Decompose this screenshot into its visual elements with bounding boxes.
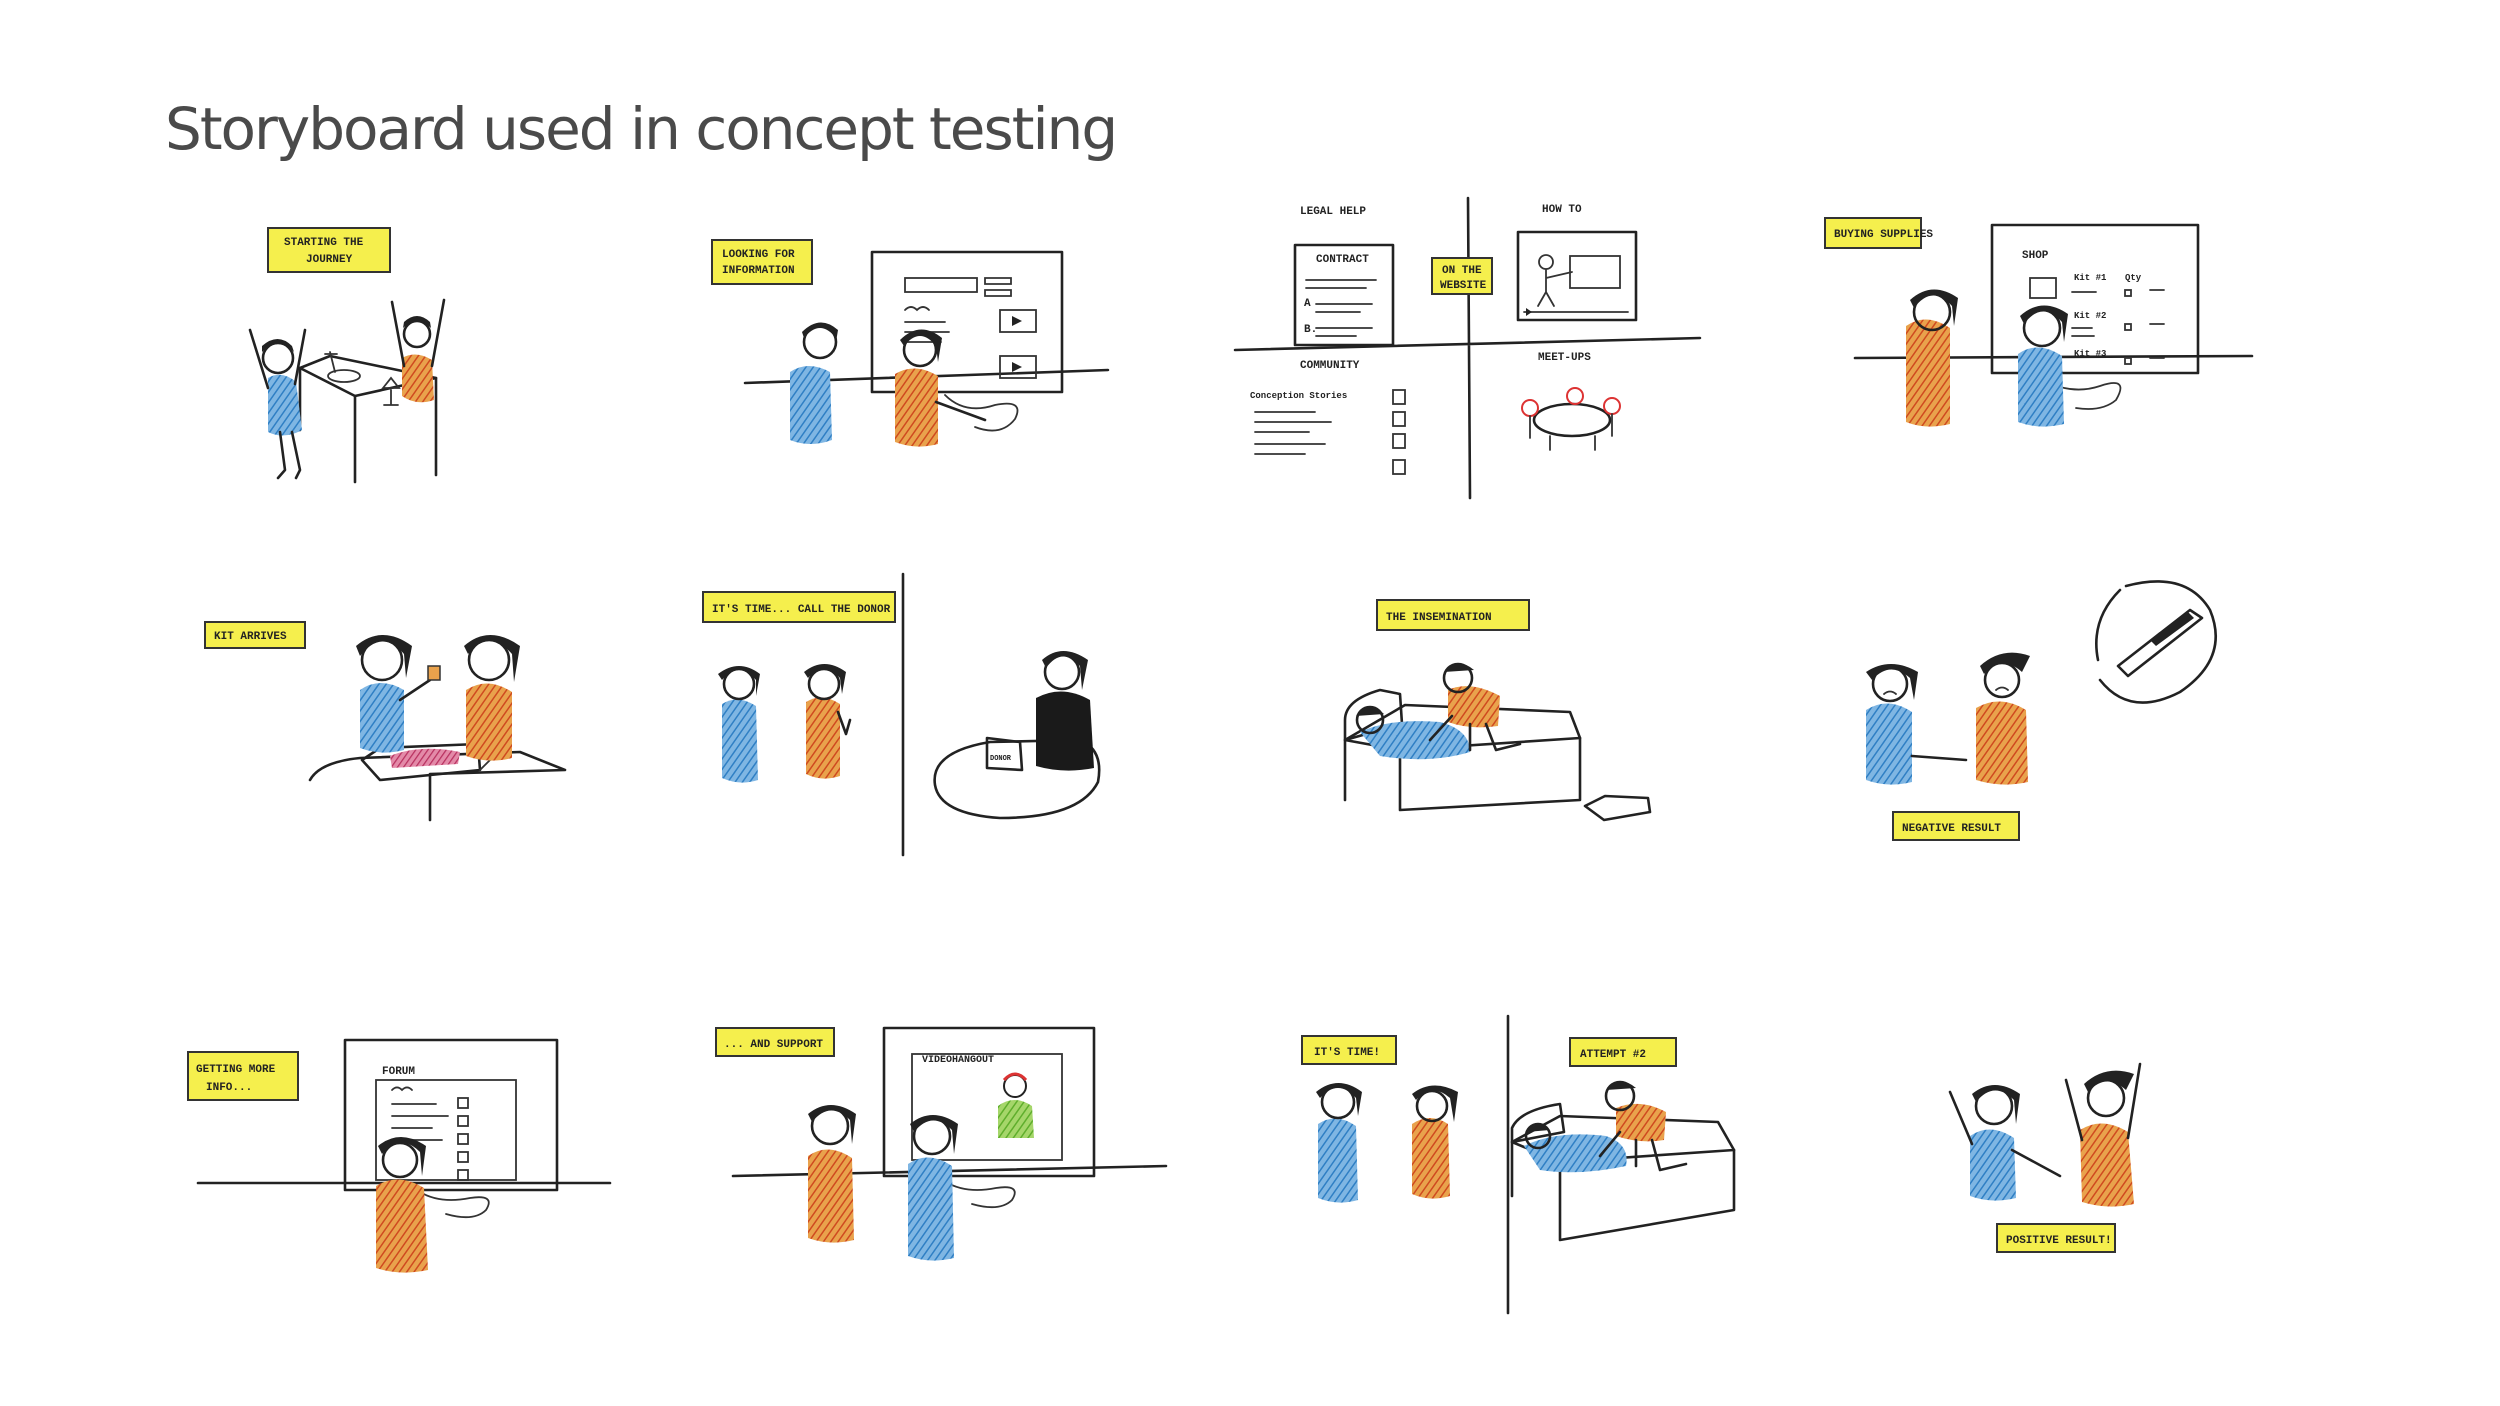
contract-heading: CONTRACT <box>1316 254 1369 266</box>
community-stories: Conception Stories <box>1250 389 1406 475</box>
caption-line-1: THE INSEMINATION <box>1386 612 1492 624</box>
caption-line-1: ... AND SUPPORT <box>724 1039 823 1051</box>
person-orange <box>464 635 520 761</box>
caption-attempt: ATTEMPT #2 <box>1580 1049 1646 1061</box>
caption-line-1: IT'S TIME... CALL THE DONOR <box>712 604 891 616</box>
frame-attempt-two: IT'S TIME! ATTEMPT #2 <box>1301 1014 1736 1315</box>
contract-item-b: B. <box>1304 324 1317 336</box>
caption-line-1: GETTING MORE <box>196 1064 276 1076</box>
caption-line-1: KIT ARRIVES <box>214 631 287 643</box>
caption-label: IT'S TIME... CALL THE DONOR <box>702 591 896 623</box>
caption-label: ... AND SUPPORT <box>715 1027 835 1057</box>
kit-2: Kit #2 <box>2074 311 2106 321</box>
frame-on-the-website: LEGAL HELP HOW TO COMMUNITY MEET-UPS CON… <box>1233 196 1702 500</box>
caption-label: NEGATIVE RESULT <box>1892 811 2020 841</box>
frame-call-the-donor: IT'S TIME... CALL THE DONOR DONOR <box>702 572 1101 857</box>
person-blue-lying <box>1355 705 1470 760</box>
caption-line-1: POSITIVE RESULT! <box>2006 1235 2112 1247</box>
person-blue-sad <box>1866 664 1968 785</box>
person-blue-lying <box>1524 1122 1627 1173</box>
caption-label: POSITIVE RESULT! <box>1996 1223 2116 1253</box>
person-orange-phone <box>804 664 852 779</box>
kit-3: Kit #3 <box>2074 349 2106 359</box>
quadrant-community: COMMUNITY <box>1300 360 1360 372</box>
caption-line-2: JOURNEY <box>306 254 353 266</box>
person-orange <box>1412 1085 1458 1199</box>
forum-monitor: FORUM <box>343 1038 559 1219</box>
caption-label: GETTING MORE INFO... <box>187 1051 299 1101</box>
page-title: Storyboard used in concept testing <box>165 95 1118 163</box>
forum-heading: FORUM <box>382 1066 415 1078</box>
frame-starting-journey: STARTING THE JOURNEY <box>248 227 446 484</box>
caption-label: ON THE WEBSITE <box>1431 257 1493 295</box>
stories-heading: Conception Stories <box>1250 391 1347 401</box>
person-blue-cheering <box>248 328 307 480</box>
person-orange <box>808 1105 856 1243</box>
person-orange <box>376 1137 428 1273</box>
frame-negative-result: NEGATIVE RESULT <box>1866 580 2218 841</box>
quadrant-meet-ups: MEET-UPS <box>1538 352 1591 364</box>
person-blue <box>1316 1083 1362 1203</box>
person-orange-cheering <box>390 298 446 403</box>
person-blue <box>2018 305 2068 427</box>
donor-box-label: DONOR <box>990 755 1012 763</box>
frame-positive-result: POSITIVE RESULT! <box>1948 1062 2142 1253</box>
caption-line-2: INFORMATION <box>722 265 795 277</box>
person-blue <box>718 666 760 783</box>
frame-kit-arrives: KIT ARRIVES <box>204 621 567 822</box>
caption-label-attempt: ATTEMPT #2 <box>1569 1037 1677 1067</box>
person-orange-kneeling <box>1428 662 1522 752</box>
person-orange-kneeling <box>1598 1080 1688 1172</box>
kit-1: Kit #1 <box>2074 273 2107 283</box>
caption-line-2: WEBSITE <box>1440 280 1487 292</box>
caption-line-1: ON THE <box>1442 265 1482 277</box>
caption-label: BUYING SUPPLIES <box>1824 217 1933 249</box>
caption-label: STARTING THE JOURNEY <box>267 227 391 273</box>
caption-label-its-time: IT'S TIME! <box>1301 1035 1397 1065</box>
how-to-video <box>1516 230 1638 322</box>
donor-table: DONOR <box>933 736 1101 820</box>
person-blue-cheering <box>1948 1085 2062 1201</box>
frame-the-insemination: THE INSEMINATION <box>1343 599 1652 822</box>
caption-line-1: NEGATIVE RESULT <box>1902 823 2001 835</box>
person-orange-sad <box>1976 652 2030 785</box>
caption-line-1: STARTING THE <box>284 237 364 249</box>
caption-line-1: LOOKING FOR <box>722 249 795 261</box>
frame-looking-for-information: LOOKING FOR INFORMATION <box>711 239 1110 447</box>
caption-label: LOOKING FOR INFORMATION <box>711 239 813 285</box>
caption-its-time: IT'S TIME! <box>1314 1047 1380 1059</box>
person-orange <box>895 329 987 447</box>
contract-document: CONTRACT A B. <box>1293 243 1395 347</box>
caption-label: THE INSEMINATION <box>1376 599 1530 631</box>
shop-heading: SHOP <box>2022 250 2049 262</box>
qty-column: Qty <box>2125 273 2142 283</box>
contract-item-a: A <box>1304 298 1311 310</box>
frame-getting-more-info: GETTING MORE INFO... FORUM <box>187 1038 612 1273</box>
frame-and-support: ... AND SUPPORT VIDEOHANGOUT <box>715 1026 1168 1261</box>
person-blue <box>356 635 441 753</box>
caption-line-1: BUYING SUPPLIES <box>1834 229 1933 241</box>
caption-line-2: INFO... <box>206 1082 252 1094</box>
person-blue <box>908 1115 958 1261</box>
person-blue <box>790 322 838 444</box>
caption-label: KIT ARRIVES <box>204 621 306 649</box>
person-black-donor <box>1036 651 1094 771</box>
person-orange <box>1906 289 1958 427</box>
quadrant-legal-help: LEGAL HELP <box>1300 206 1366 218</box>
video-monitor: VIDEOHANGOUT <box>882 1026 1096 1209</box>
shop-monitor: SHOP Kit #1 Kit #2 Kit #3 Qty <box>1990 223 2200 410</box>
meetup-table <box>1521 387 1621 451</box>
video-heading: VIDEOHANGOUT <box>922 1055 994 1066</box>
pregnancy-test-circle <box>2095 580 2218 704</box>
quadrant-how-to: HOW TO <box>1542 204 1582 216</box>
person-orange-cheering <box>2064 1062 2142 1207</box>
frame-buying-supplies: BUYING SUPPLIES SHOP Kit #1 Kit #2 Kit #… <box>1824 217 2254 427</box>
computer-monitor <box>870 250 1064 432</box>
